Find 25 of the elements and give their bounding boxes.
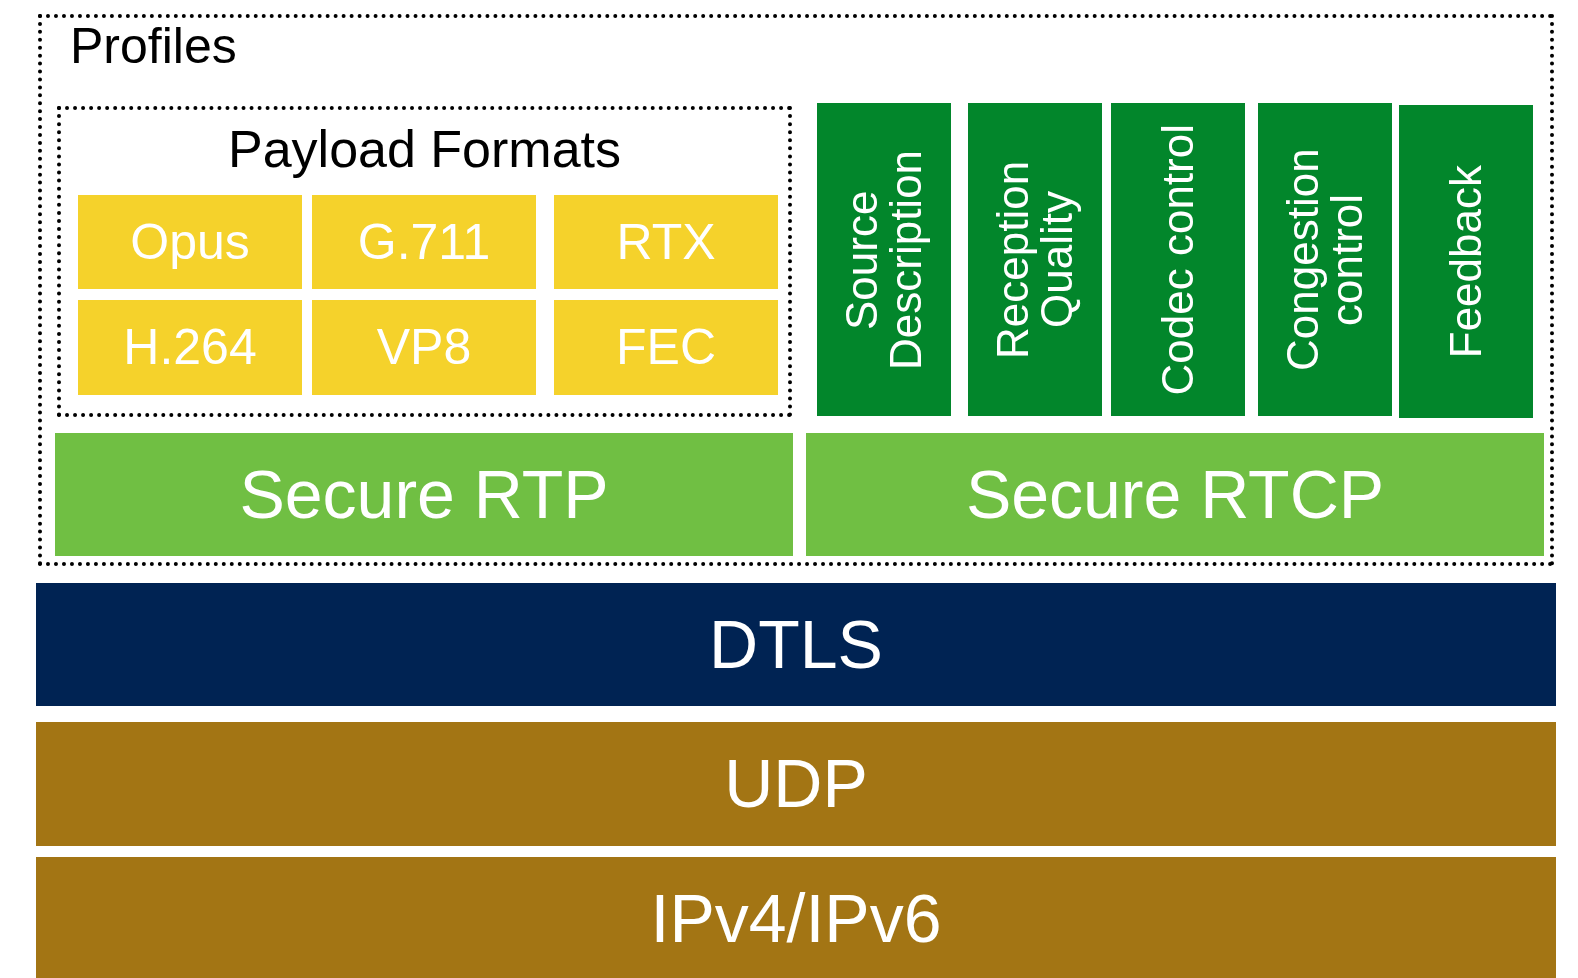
protocol-layer-box: IPv4/IPv6: [36, 857, 1556, 978]
protocol-layer-box: Secure RTCP: [806, 433, 1544, 556]
payload-format-box: G.711: [312, 195, 536, 289]
payload-format-box: H.264: [78, 300, 302, 395]
payload-format-box: RTX: [554, 195, 778, 289]
payload-format-box: VP8: [312, 300, 536, 395]
payload-format-box: Opus: [78, 195, 302, 289]
rtcp-function-box: [1399, 105, 1533, 418]
protocol-layer-box: UDP: [36, 722, 1556, 846]
protocol-layer-box: Secure RTP: [55, 433, 793, 556]
profiles-group: [38, 14, 1554, 566]
rtcp-function-box: [1111, 103, 1245, 416]
rtcp-function-box: [1258, 103, 1392, 416]
rotated-label: Feedback: [1444, 164, 1488, 359]
rtcp-function-box: [817, 103, 951, 416]
protocol-layer-box: DTLS: [36, 583, 1556, 706]
rotated-label: Source Description: [840, 148, 928, 372]
rtcp-function-box: [968, 103, 1102, 416]
payload-formats-group: [57, 106, 792, 417]
rotated-label: Reception Quality: [991, 159, 1079, 361]
group-title: Payload Formats: [227, 122, 621, 177]
rotated-label: Codec control: [1156, 123, 1200, 396]
rotated-label: Congestion control: [1281, 147, 1369, 373]
group-title: Profiles: [70, 20, 237, 73]
payload-format-box: FEC: [554, 300, 778, 395]
